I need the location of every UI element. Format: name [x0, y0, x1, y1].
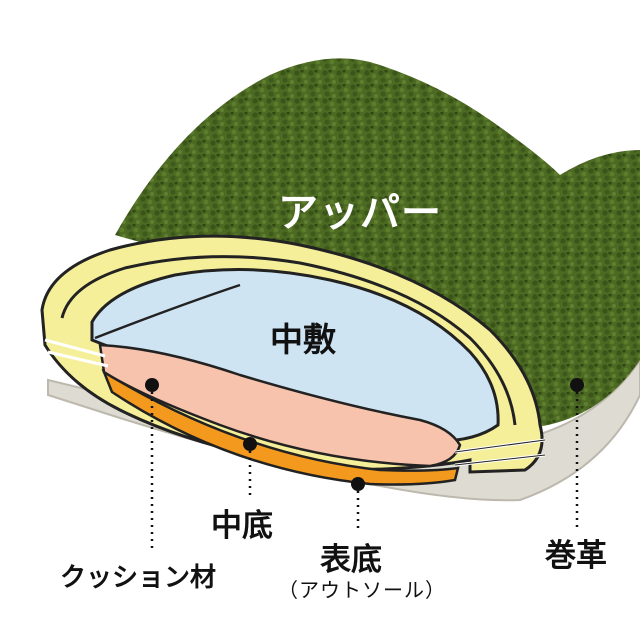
upper-terry-fabric	[115, 58, 640, 428]
label-cushion: クッション材	[60, 563, 217, 593]
insole-top-edge	[94, 283, 241, 340]
callout-wrap-leather	[570, 378, 584, 527]
label-midsole: 中底	[211, 508, 273, 544]
label-outsole-sub: （アウトソール）	[278, 578, 446, 602]
callout-midsole	[243, 437, 257, 497]
binding-trim-inner-line	[60, 255, 517, 426]
stitch-right-outline	[454, 439, 546, 466]
cushion-layer	[98, 343, 462, 468]
label-outsole: 表底	[320, 542, 382, 578]
label-insole: 中敷	[270, 320, 336, 359]
label-upper: アッパー	[278, 190, 442, 236]
stitch-left	[44, 338, 109, 368]
callout-cushion	[145, 378, 159, 553]
label-wrap-leather: 巻革	[545, 538, 607, 574]
callout-outsole	[351, 477, 365, 530]
